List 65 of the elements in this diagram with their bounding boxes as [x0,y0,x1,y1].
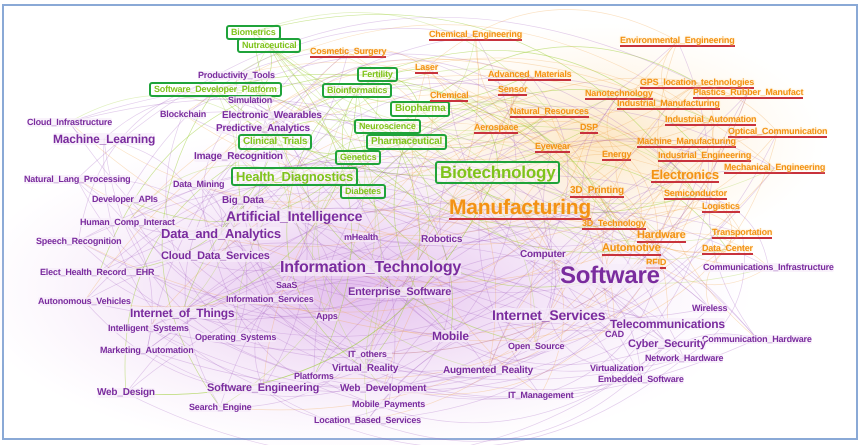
topic-label: 3D_Technology [582,218,646,230]
topic-label: Software [560,264,660,288]
topic-label: Chemical_Engineering [429,30,522,40]
topic-label: Optical_Communication [728,126,828,138]
topic-label: Machine_Manufacturing [637,136,736,148]
topic-label: Web_Development [340,384,426,394]
topic-label: Internet_of_Things [130,307,234,319]
topic-label: Computer [520,250,566,260]
topic-label: Nanotechnology [585,88,653,100]
topic-label: Virtual_Reality [332,364,398,374]
topic-label: Natural_Resources [510,106,589,118]
topic-label: Energy [602,150,632,160]
topic-box: Health_Diagnostics [231,166,358,186]
topic-label: Web_Design [97,388,155,398]
topic-box: Neuroscience [354,118,421,134]
topic-box: Bioinformatics [322,82,392,98]
topic-label: Data_Center [702,244,753,254]
topic-box: Software_Developer_Platform [149,82,282,96]
topic-label: Transportation [712,228,772,238]
topic-box: Nutraceutical [237,38,302,52]
topic-label: Sensor [498,84,528,96]
topic-label: Data_and_Analytics [161,226,281,240]
topic-label: Automotive [602,242,661,256]
topic-label: Big_Data [222,196,264,206]
topic-box: Biotechnology [435,160,560,184]
topic-label: Semiconductor [664,188,727,200]
topic-label: GPS_location_technologies [640,78,754,88]
topic-label: Chemical [430,90,468,102]
topic-label: Aerospace [474,122,518,134]
topic-label: Environmental_Engineering [620,36,735,46]
topic-label: Artificial_Intelligence [226,209,362,223]
topic-box: Genetics [335,150,382,164]
topic-label: Software_Engineering [207,382,320,394]
topic-box: Diabetes [340,184,386,198]
topic-label: Augmented_Reality [443,366,533,376]
topic-label: Cloud_Data_Services [161,250,270,262]
topic-label: Manufacturing [449,196,592,220]
topic-label: Mechanical_Engineering [724,162,826,174]
topic-box: Biometrics [226,24,281,40]
topic-label: Industrial_Manufacturing [617,98,720,110]
topic-label: DSP [580,122,598,134]
topic-label: Electronic_Wearables [222,111,322,121]
topic-label: Hardware [637,230,686,242]
topic-label: Industrial_Engineering [658,150,752,162]
topic-label: Laser [415,62,438,74]
topic-box: Biopharma [390,101,450,117]
topic-label: Advanced_Materials [488,70,572,80]
topic-box: Pharmaceutical [366,134,448,150]
topic-label: Internet_Services [492,308,606,322]
topic-label: Machine_Learning [53,133,156,145]
topic-label: Robotics [421,235,462,245]
topic-label: Telecommunications [610,318,725,330]
topic-label: Enterprise_Software [348,286,452,298]
topic-label: Cosmetic_Surgery [310,46,386,58]
topic-label: Image_Recognition [194,152,283,162]
topic-label: 3D_Printing [570,186,624,198]
topic-label: Plastics_Rubber_Manufact [693,88,804,98]
topic-label: Industrial_Automation [665,114,756,126]
topic-label: Logistics [702,202,740,212]
topic-label: Information_Technology [280,260,462,276]
topic-label: Electronics [651,168,719,182]
topic-box: Fertility [357,66,398,82]
topic-label: Mobile [432,330,469,342]
topic-label: Predictive_Analytics [216,124,310,134]
topic-label: Eyewear [535,142,570,152]
